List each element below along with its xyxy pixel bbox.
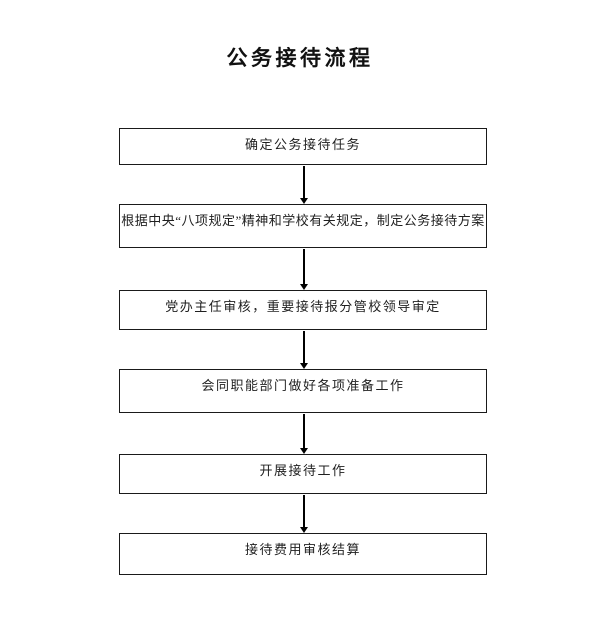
flow-step-review-approve: 党办主任审核，重要接待报分管校领导审定	[119, 290, 487, 330]
flow-step-make-plan: 根据中央“八项规定”精神和学校有关规定，制定公务接待方案	[119, 204, 487, 248]
arrow-down-icon	[300, 363, 308, 369]
arrow-shaft	[303, 331, 305, 364]
arrow-shaft	[303, 166, 305, 199]
arrow-shaft	[303, 495, 305, 528]
flow-step-expense-settlement: 接待费用审核结算	[119, 533, 487, 575]
arrow-shaft	[303, 249, 305, 285]
arrow-down-icon	[300, 527, 308, 533]
flow-step-preparations: 会同职能部门做好各项准备工作	[119, 369, 487, 413]
flow-arrow-4-5	[300, 414, 308, 454]
flow-step-carry-out-reception: 开展接待工作	[119, 454, 487, 494]
arrow-shaft	[303, 414, 305, 449]
arrow-down-icon	[300, 448, 308, 454]
flow-step-determine-task: 确定公务接待任务	[119, 128, 487, 165]
arrow-down-icon	[300, 284, 308, 290]
flow-arrow-5-6	[300, 495, 308, 533]
flow-arrow-2-3	[300, 249, 308, 290]
flow-arrow-1-2	[300, 166, 308, 204]
flow-arrow-3-4	[300, 331, 308, 369]
arrow-down-icon	[300, 198, 308, 204]
page-title: 公务接待流程	[226, 46, 374, 70]
